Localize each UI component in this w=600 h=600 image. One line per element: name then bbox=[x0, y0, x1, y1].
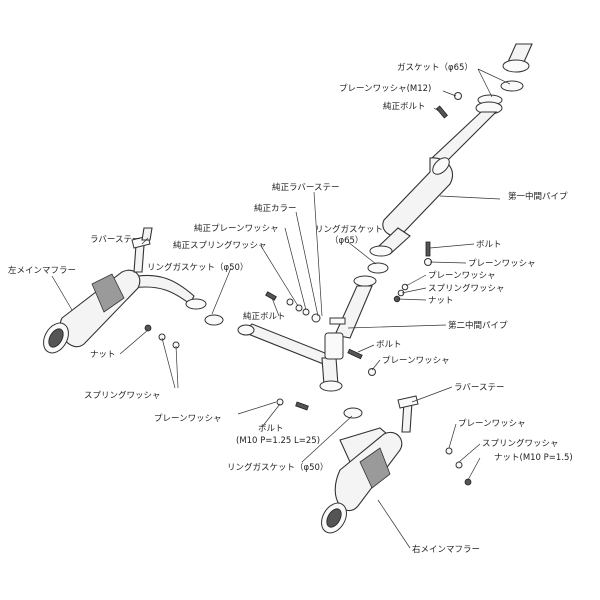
ring-gasket-50-top bbox=[204, 314, 224, 326]
label-genuine-rubber-stay: 純正ラバーステー bbox=[272, 182, 340, 193]
label-plain-washer-center: プレーンワッシャ bbox=[382, 356, 450, 366]
label-spring-washer-right-lower: スプリングワッシャ bbox=[482, 438, 559, 449]
label-rubber-stay-right: ラバーステー bbox=[454, 383, 505, 393]
leader-lines bbox=[51, 68, 511, 549]
label-second-middle-pipe: 第二中間パイプ bbox=[448, 320, 508, 331]
second-middle-pipe bbox=[237, 275, 377, 392]
label-ring-gasket-65-size: （φ65） bbox=[330, 235, 363, 246]
label-ring-gasket-50-bottom: リングガスケット（φ50） bbox=[227, 462, 328, 473]
label-bolt-center: ボルト bbox=[376, 340, 402, 350]
label-plain-washer-left: プレーンワッシャ bbox=[154, 414, 222, 424]
label-plain-washer-right-lower: プレーンワッシャ bbox=[458, 419, 526, 429]
label-left-main-muffler: 左メインマフラー bbox=[8, 265, 76, 276]
label-bolt-bottom-spec: (M10 P=1.25 L=25) bbox=[236, 436, 320, 446]
label-bolt-bottom: ボルト bbox=[258, 424, 284, 434]
left-main-muffler bbox=[43, 227, 207, 354]
label-plain-washer-right-2: プレーンワッシャ bbox=[428, 271, 496, 281]
label-gasket-65: ガスケット（φ65） bbox=[397, 62, 473, 73]
hardware bbox=[144, 92, 472, 486]
label-first-middle-pipe: 第一中間パイプ bbox=[508, 191, 568, 202]
right-main-muffler bbox=[321, 395, 419, 534]
label-nut-right-2: ナット bbox=[428, 296, 454, 306]
label-genuine-plain-washer: 純正プレーンワッシャ bbox=[194, 223, 279, 234]
label-nut-m10: ナット(M10 P=1.5) bbox=[494, 453, 573, 463]
labels: ガスケット（φ65） プレーンワッシャ(M12) 純正ボルト 第一中間パイプ 純… bbox=[8, 62, 573, 555]
label-genuine-bolt-top: 純正ボルト bbox=[383, 101, 426, 112]
label-right-main-muffler: 右メインマフラー bbox=[412, 544, 480, 555]
label-rubber-stay-left: ラバーステー bbox=[90, 235, 141, 245]
label-bolt-right-upper: ボルト bbox=[476, 240, 502, 250]
label-genuine-bolt-mid: 純正ボルト bbox=[243, 311, 286, 322]
ring-gasket-65 bbox=[367, 262, 389, 274]
label-nut-left: ナット bbox=[90, 350, 116, 360]
label-spring-washer-right-2: スプリングワッシャ bbox=[428, 283, 505, 294]
label-ring-gasket-50-top: リングガスケット（φ50） bbox=[147, 262, 248, 273]
label-plain-washer-right-upper: プレーンワッシャ bbox=[468, 259, 536, 269]
label-genuine-spring-washer: 純正スプリングワッシャ bbox=[173, 240, 267, 251]
label-ring-gasket-65: リングガスケット bbox=[315, 224, 383, 235]
label-plain-washer-m12: プレーンワッシャ(M12) bbox=[339, 84, 431, 94]
first-middle-pipe bbox=[369, 43, 533, 257]
label-spring-washer-left: スプリングワッシャ bbox=[84, 390, 161, 401]
label-genuine-collar: 純正カラー bbox=[254, 203, 297, 214]
